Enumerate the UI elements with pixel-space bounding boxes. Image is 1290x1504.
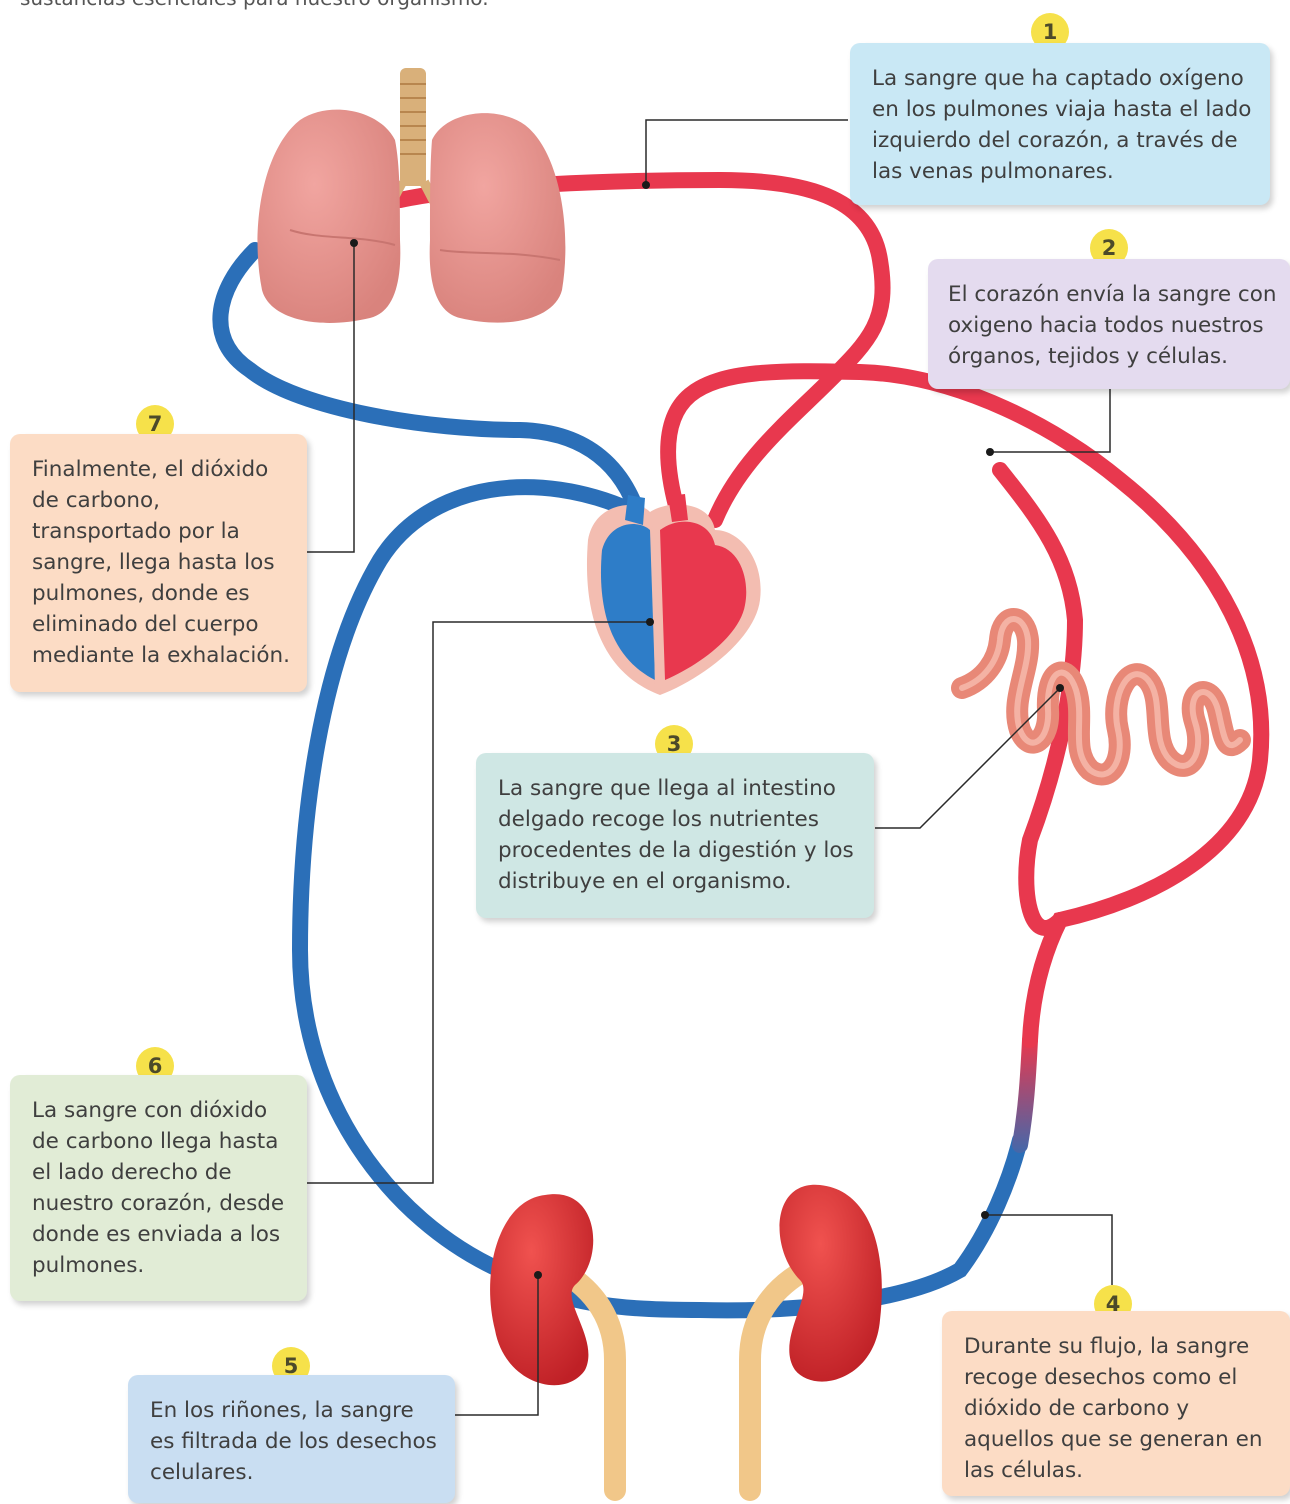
kidneys-icon [490, 1185, 882, 1490]
callout-3: La sangre que llega al intestino delgado… [476, 753, 874, 918]
callout-7: Finalmente, el dióxido de carbono, trans… [10, 434, 307, 692]
callout-4-text: Durante su flujo, la sangre recoge desec… [964, 1331, 1280, 1486]
callout-5-text: En los riñones, la sangre es filtrada de… [150, 1395, 445, 1488]
callout-1: La sangre que ha captado oxígeno en los … [850, 43, 1270, 205]
callout-5: En los riñones, la sangre es filtrada de… [128, 1375, 455, 1503]
capillary-transition [1020, 1040, 1030, 1145]
heart-icon [587, 494, 761, 695]
callout-2-text: El corazón envía la sangre con oxigeno h… [948, 279, 1280, 372]
callout-4: Durante su flujo, la sangre recoge desec… [942, 1311, 1290, 1496]
callout-6-text: La sangre con dióxido de carbono llega h… [32, 1095, 297, 1281]
callout-1-text: La sangre que ha captado oxígeno en los … [872, 63, 1258, 187]
callout-6: La sangre con dióxido de carbono llega h… [10, 1075, 307, 1301]
callout-3-text: La sangre que llega al intestino delgado… [498, 773, 864, 897]
callout-2: El corazón envía la sangre con oxigeno h… [928, 259, 1290, 389]
callout-7-text: Finalmente, el dióxido de carbono, trans… [32, 454, 297, 671]
